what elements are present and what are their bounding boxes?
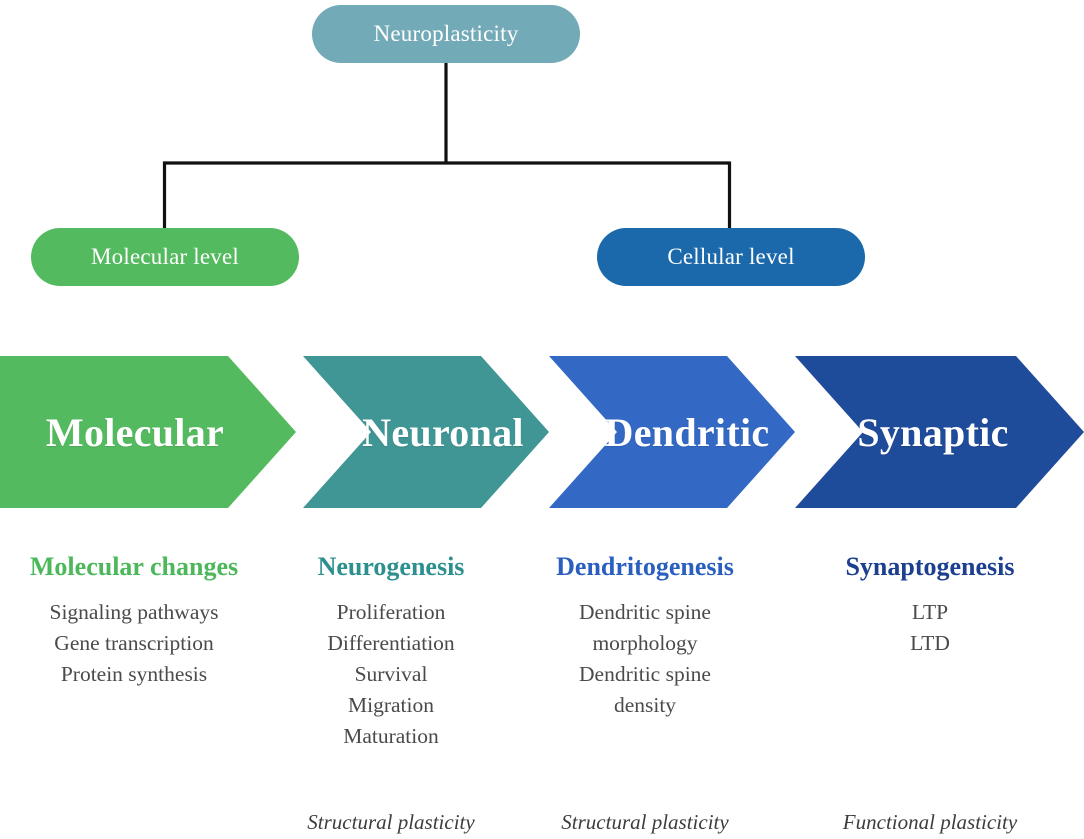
column-dendritogenesis: Dendritogenesis Dendritic spine morpholo… (514, 552, 776, 839)
list-item: Dendritic spine (579, 600, 711, 625)
node-cellular-level[interactable]: Cellular level (597, 228, 865, 286)
column-synaptogenesis: Synaptogenesis LTP LTD Functional plasti… (776, 552, 1084, 839)
chevron-shape-synaptic[interactable] (795, 356, 1084, 508)
stage-chevron-band: Molecular Neuronal Dendritic Synaptic (0, 356, 1084, 508)
chevron-label-neuronal: Neuronal (362, 409, 524, 455)
column-footer: Functional plasticity (842, 810, 1018, 834)
chevron-shape-molecular[interactable] (0, 356, 296, 508)
column-item-list: Proliferation Differentiation Survival M… (268, 597, 514, 752)
column-footer: Structural plasticity (561, 810, 729, 834)
node-molecular-level[interactable]: Molecular level (31, 228, 299, 286)
list-item: Signaling pathways (49, 600, 219, 625)
detail-columns: Molecular changes Signaling pathways Gen… (0, 552, 1084, 839)
chevron-shape-neuronal[interactable] (303, 356, 549, 508)
list-item: density (613, 692, 677, 717)
column-item-list: LTP LTD (776, 597, 1084, 659)
list-item: morphology (592, 631, 698, 656)
list-item: Maturation (343, 723, 439, 748)
list-item: LTD (910, 631, 950, 656)
stage-chevron-shapes (0, 356, 1084, 508)
column-heading: Dendritogenesis (556, 552, 734, 581)
column-item-list: Dendritic spine morphology Dendritic spi… (514, 597, 776, 721)
list-item: Differentiation (327, 631, 455, 656)
column-heading: Molecular changes (29, 552, 239, 581)
column-neurogenesis: Neurogenesis Proliferation Differentiati… (268, 552, 514, 839)
list-item: Proliferation (336, 600, 446, 625)
list-item: Gene transcription (54, 631, 214, 656)
list-item: LTP (911, 600, 949, 625)
chevron-label-dendritic: Dendritic (604, 409, 770, 455)
chevron-label-molecular: Molecular (45, 409, 225, 455)
chevron-shape-dendritic[interactable] (549, 356, 795, 508)
column-footer: Structural plasticity (307, 810, 475, 834)
list-item: Survival (354, 662, 428, 687)
column-heading: Synaptogenesis (845, 552, 1015, 581)
node-neuroplasticity[interactable]: Neuroplasticity (312, 5, 580, 63)
column-heading: Neurogenesis (317, 552, 465, 581)
chevron-label-synaptic: Synaptic (857, 409, 1009, 455)
list-item: Protein synthesis (60, 662, 208, 687)
hierarchy-connectors (162, 63, 732, 229)
hierarchy-section: Neuroplasticity Molecular level Cellular… (0, 0, 1084, 300)
column-molecular-changes: Molecular changes Signaling pathways Gen… (0, 552, 268, 839)
list-item: Migration (348, 692, 434, 717)
list-item: Dendritic spine (579, 662, 711, 687)
column-item-list: Signaling pathways Gene transcription Pr… (0, 597, 268, 690)
